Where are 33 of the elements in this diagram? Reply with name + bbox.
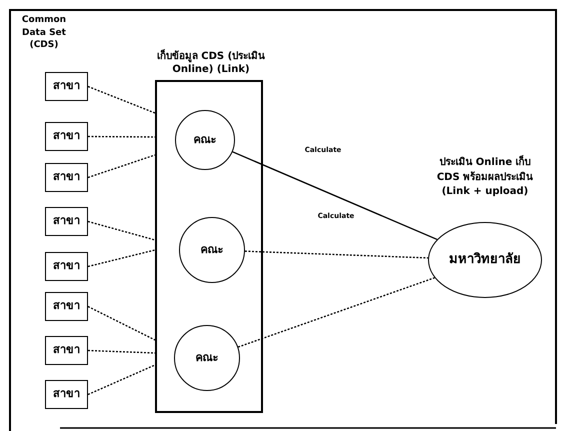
branch-box — [45, 163, 88, 192]
dotted-connector — [88, 86, 156, 114]
dotted-connector — [88, 154, 156, 178]
node-label: คณะ — [200, 242, 224, 258]
node-label: สาขา — [53, 129, 80, 144]
node-label: สาขา — [53, 259, 80, 274]
node-label: สาขา — [53, 79, 80, 94]
node-label: สาขา — [53, 343, 80, 358]
branch-box — [45, 252, 88, 281]
branch-box — [45, 122, 88, 151]
node-label: มหาวิทยาลัย — [449, 252, 521, 268]
node-label: สาขา — [53, 387, 80, 402]
branch-box — [45, 336, 88, 365]
dotted-connector — [244, 250, 428, 259]
dotted-connector — [238, 277, 435, 348]
group-heading: เก็บข้อมูล CDS (ประเมิน Online) (Link) — [156, 50, 266, 76]
node-label: คณะ — [196, 350, 218, 366]
node-label: สาขา — [53, 299, 80, 314]
node-label: สาขา — [53, 214, 80, 229]
branch-box — [45, 72, 88, 101]
dotted-connector — [88, 306, 156, 341]
node-caption: ประเมิน Online เก็บ CDS พร้อมผลประเมิน (Link + upload) — [436, 156, 534, 199]
dotted-connector — [88, 350, 156, 354]
branch-box — [45, 292, 88, 321]
dotted-connector — [88, 220, 156, 241]
node-label: สาขา — [53, 170, 80, 185]
branch-box — [45, 380, 88, 409]
node-label: คณะ — [194, 132, 216, 148]
connector-line — [232, 151, 438, 240]
branch-box — [45, 207, 88, 236]
dotted-connector — [88, 136, 155, 138]
dotted-connector — [88, 364, 156, 396]
dotted-connector — [88, 249, 156, 268]
